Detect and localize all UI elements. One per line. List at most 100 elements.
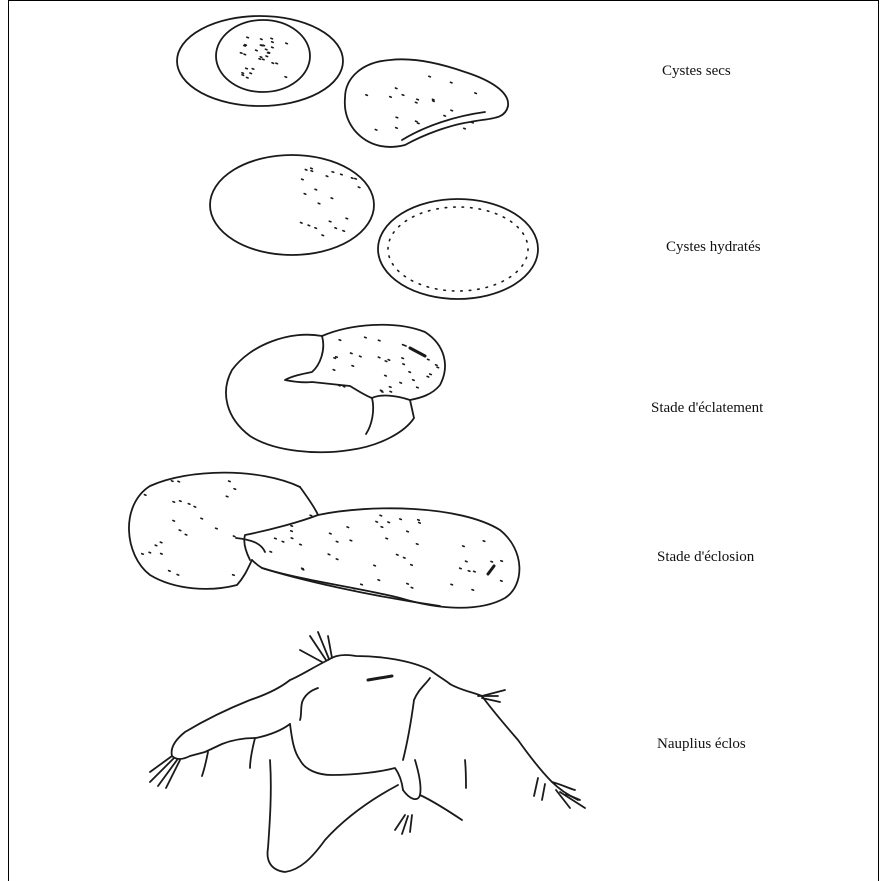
stipple-dot [472, 122, 474, 123]
stipple-dot [242, 75, 244, 76]
stipple-dot [483, 541, 485, 542]
stipple-dot [390, 97, 392, 98]
stipple-dot [275, 538, 277, 539]
stipple-dot [407, 584, 409, 585]
stipple-dot [381, 392, 383, 393]
stipple-dot [381, 527, 383, 528]
stipple-dot [276, 63, 278, 64]
stipple-dot [501, 581, 503, 582]
hydrated-cyst-right-illustration [378, 199, 538, 299]
stipple-dot [247, 77, 249, 78]
stipple-dot [374, 565, 376, 566]
stipple-dot [430, 374, 432, 375]
stipple-dot [263, 59, 265, 60]
nauplius-bristles-right [478, 690, 585, 808]
breaking-stage-dots [333, 337, 438, 392]
stipple-dot [339, 385, 341, 386]
stipple-dot [265, 49, 267, 50]
stipple-dot [226, 496, 228, 497]
stipple-dot [272, 63, 274, 64]
stipple-dot [302, 179, 304, 180]
stipple-dot [322, 235, 324, 236]
stipple-dot [259, 59, 261, 60]
stipple-dot [396, 117, 398, 118]
hydrated-cyst-left-illustration [210, 155, 374, 255]
stipple-dot [416, 544, 418, 545]
stipple-dot [261, 39, 263, 40]
stipple-dot [376, 522, 378, 523]
stipple-dot [350, 540, 352, 541]
stipple-dot [416, 121, 418, 122]
stipple-dot [365, 337, 367, 338]
stipple-dot [386, 538, 388, 539]
dry-cyst-ring-illustration [177, 16, 343, 106]
stipple-dot [400, 519, 402, 520]
stipple-dot [272, 42, 274, 43]
stipple-dot [179, 530, 181, 531]
stipple-dot [407, 531, 409, 532]
stipple-dot [405, 345, 407, 346]
stipple-dot [389, 387, 391, 388]
stipple-dot [403, 364, 405, 365]
stipple-dot [173, 521, 175, 522]
stipple-dot [436, 365, 438, 366]
dry-cyst-dented-illustration [345, 59, 508, 147]
stipple-dot [417, 99, 419, 100]
stipple-dot [144, 495, 146, 496]
stipple-dot [343, 386, 345, 387]
stipple-dot [180, 501, 182, 502]
stipple-dot [501, 561, 503, 562]
stipple-dot [402, 95, 404, 96]
stipple-dot [333, 370, 335, 371]
stipple-dot [417, 387, 419, 388]
stipple-dot [285, 77, 287, 78]
stipple-dot [300, 544, 302, 545]
stipple-dot [474, 571, 476, 572]
stipple-dot [244, 46, 246, 47]
stipple-dot [332, 172, 334, 173]
stipple-dot [360, 356, 362, 357]
stipple-dot [346, 218, 348, 219]
stipple-dot [388, 360, 390, 361]
stipple-dot [339, 340, 341, 341]
stipple-dot [411, 587, 413, 588]
stipple-dot [326, 176, 328, 177]
stipple-dot [272, 47, 274, 48]
stipple-dot [468, 571, 470, 572]
stipple-dot [171, 481, 173, 482]
stipple-dot [466, 561, 468, 562]
stipple-dot [262, 45, 264, 46]
stipple-dot [355, 179, 357, 180]
stipple-dot [402, 358, 404, 359]
stipple-dot [428, 359, 430, 360]
stipple-dot [347, 527, 349, 528]
stipple-dot [304, 194, 306, 195]
stipple-dot [271, 38, 273, 39]
stipple-dot [266, 56, 268, 57]
stipple-dot [336, 559, 338, 560]
stipple-dot [234, 489, 236, 490]
stipple-dot [343, 231, 345, 232]
stipple-dot [385, 361, 387, 362]
stipple-dot [229, 481, 231, 482]
stipple-dot [464, 128, 466, 129]
stipple-dot [330, 533, 332, 534]
stipple-dot [351, 178, 353, 179]
stipple-dot [460, 568, 462, 569]
stipple-dot [282, 541, 284, 542]
stipple-dot [291, 538, 293, 539]
stipple-dot [411, 565, 413, 566]
hydrated-cyst-left-dots [301, 168, 360, 236]
stipple-dot [335, 228, 337, 229]
stipple-dot [415, 102, 417, 103]
stipple-dot [388, 522, 390, 523]
stipple-dot [246, 68, 248, 69]
dry-cyst-ring-dots [240, 37, 287, 78]
stipple-dot [328, 554, 330, 555]
stipple-dot [178, 481, 180, 482]
stipple-dot [216, 528, 218, 529]
stipple-dot [334, 358, 336, 359]
stipple-dot [286, 43, 288, 44]
stipple-dot [375, 130, 377, 131]
stipple-dot [270, 552, 272, 553]
